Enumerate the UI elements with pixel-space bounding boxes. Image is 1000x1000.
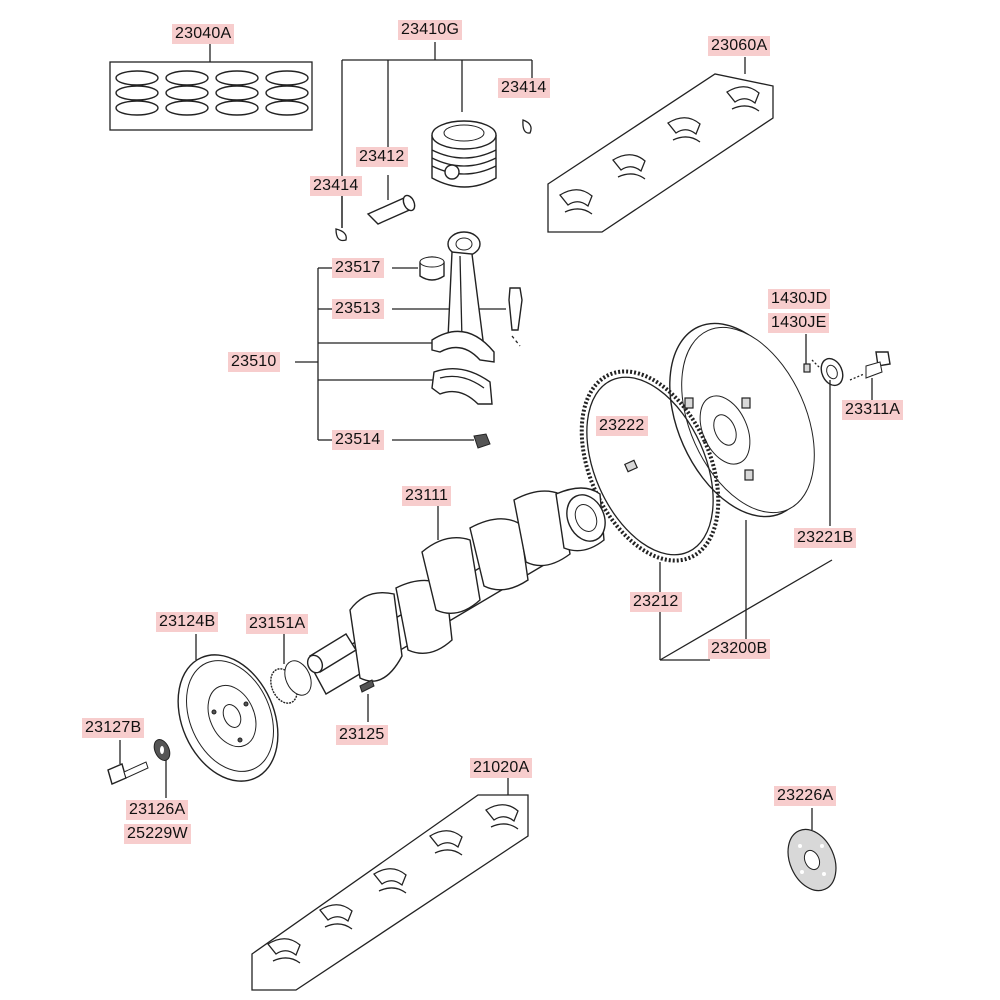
part-label-23126A[interactable]: 23126A <box>126 800 189 820</box>
part-label-23151A[interactable]: 23151A <box>246 614 309 634</box>
part-label-23510[interactable]: 23510 <box>228 352 280 372</box>
ring-gear[interactable] <box>555 350 833 661</box>
part-label-23414-upper[interactable]: 23414 <box>498 78 550 98</box>
part-label-23040A[interactable]: 23040A <box>172 24 235 44</box>
damper-pulley[interactable] <box>159 634 297 797</box>
drive-plate[interactable] <box>779 808 845 898</box>
part-label-1430JE[interactable]: 1430JE <box>768 313 830 333</box>
part-label-23226A[interactable]: 23226A <box>774 786 837 806</box>
part-label-23513[interactable]: 23513 <box>332 299 384 319</box>
part-label-23222[interactable]: 23222 <box>596 416 648 436</box>
part-label-23412[interactable]: 23412 <box>356 147 408 167</box>
part-label-23311A[interactable]: 23311A <box>842 400 904 420</box>
piston-ring-set[interactable] <box>109 44 313 131</box>
part-label-23127B[interactable]: 23127B <box>82 718 145 738</box>
part-label-23111[interactable]: 23111 <box>402 486 452 506</box>
part-label-23060A[interactable]: 23060A <box>708 36 771 56</box>
part-label-23517[interactable]: 23517 <box>332 258 384 278</box>
part-label-23212[interactable]: 23212 <box>630 592 682 612</box>
crankshaft[interactable] <box>305 487 612 722</box>
part-label-1430JD[interactable]: 1430JD <box>768 289 831 309</box>
crankshaft-sprocket[interactable] <box>266 634 317 707</box>
part-label-21020A[interactable]: 21020A <box>470 758 533 778</box>
washer[interactable] <box>151 737 173 798</box>
part-label-25229W[interactable]: 25229W <box>124 824 191 844</box>
part-label-23514[interactable]: 23514 <box>332 430 384 450</box>
part-label-23414-lower[interactable]: 23414 <box>310 176 362 196</box>
main-bearing-set-upper[interactable] <box>547 57 774 233</box>
flywheel-assembly[interactable] <box>642 302 891 640</box>
pulley-bolt[interactable] <box>107 740 149 785</box>
part-label-23221B[interactable]: 23221B <box>794 528 857 548</box>
part-label-23200B[interactable]: 23200B <box>708 639 771 659</box>
part-label-23125[interactable]: 23125 <box>336 725 388 745</box>
main-bearing-set-lower[interactable] <box>251 777 529 991</box>
part-label-23410G[interactable]: 23410G <box>398 20 463 40</box>
part-label-23124B[interactable]: 23124B <box>156 612 219 632</box>
piston-assembly[interactable] <box>335 42 533 242</box>
connecting-rod-assembly[interactable] <box>295 231 523 449</box>
